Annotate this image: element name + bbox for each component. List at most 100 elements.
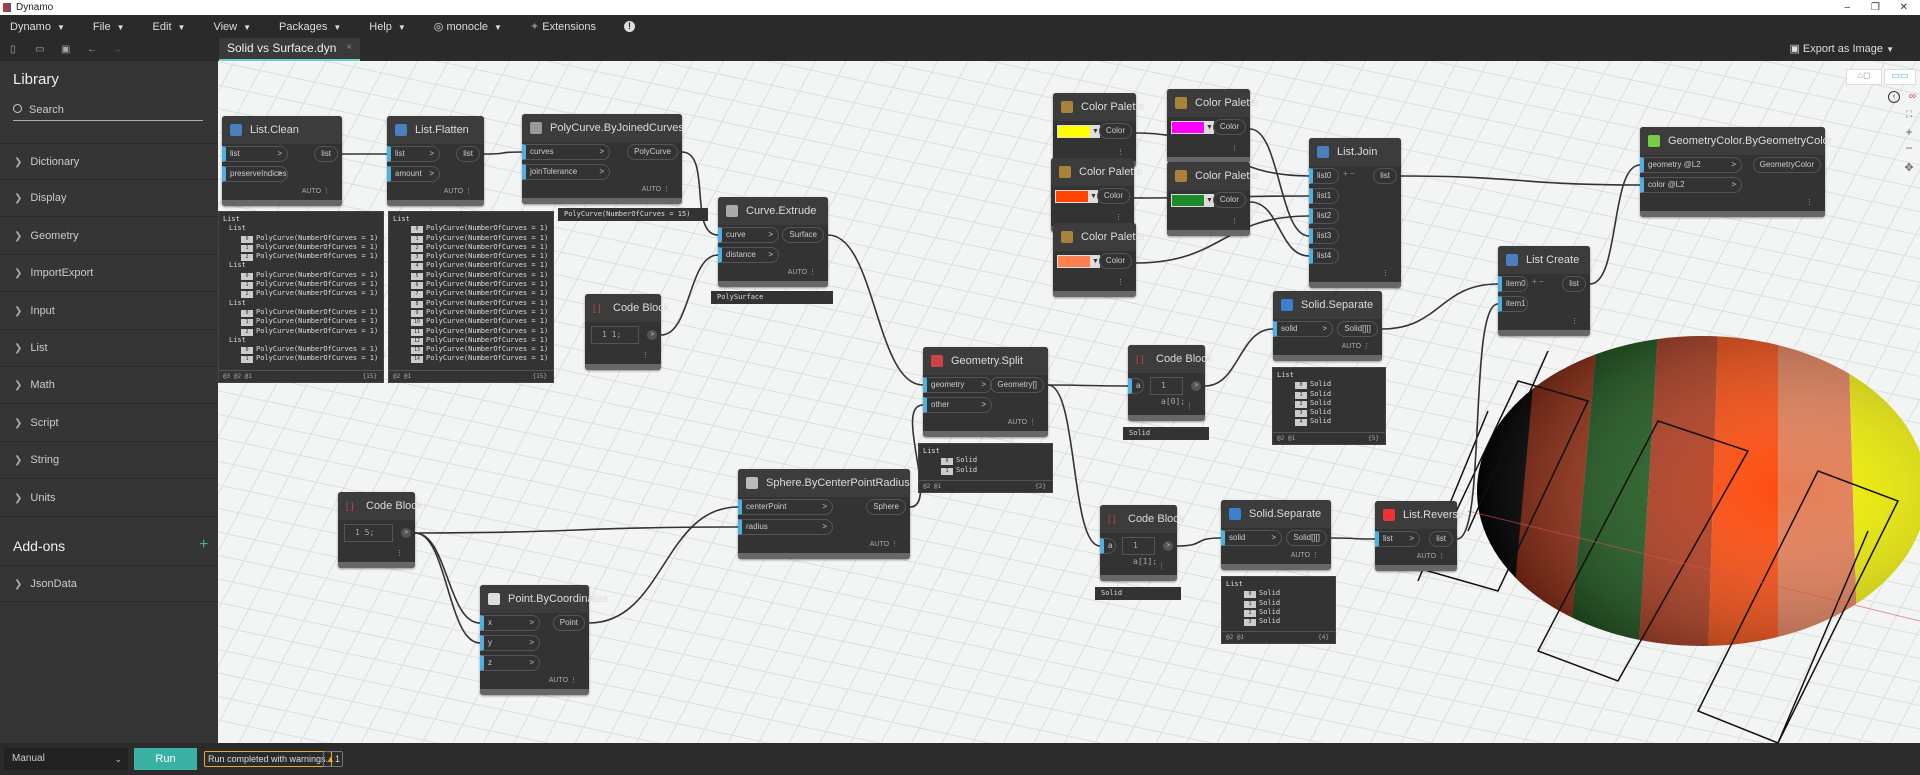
chevron-down-icon[interactable]: ▼ xyxy=(1091,255,1100,268)
node-header[interactable]: [ ]Code Block xyxy=(585,294,669,322)
input-port-curves[interactable]: curves> xyxy=(522,144,610,160)
sidebar-item-units[interactable]: ❯Units xyxy=(0,480,218,517)
output-port-color[interactable]: Color xyxy=(1098,253,1132,269)
output-port[interactable]: GeometryColor xyxy=(1752,157,1821,173)
connector-wire[interactable] xyxy=(414,532,481,624)
sidebar-item-string[interactable]: ❯String xyxy=(0,442,218,480)
connector-wire[interactable] xyxy=(1135,215,1310,264)
connector-wire[interactable] xyxy=(1176,537,1222,547)
code-editor[interactable]: 1 1; xyxy=(591,326,639,344)
output-port[interactable]: list xyxy=(456,146,480,162)
input-port-list3[interactable]: list3 xyxy=(1309,228,1339,244)
output-port[interactable]: Surface xyxy=(782,227,824,243)
output-port[interactable]: Solid[][] xyxy=(1286,530,1327,546)
zoom-out-button[interactable]: − xyxy=(1905,141,1913,155)
code-editor[interactable]: 1 a[0]; xyxy=(1150,377,1185,406)
geometry-view-toggle[interactable]: ⌂◻ xyxy=(1846,69,1882,85)
input-port-solid[interactable]: solid> xyxy=(1273,321,1333,337)
code-editor[interactable]: 1 a[1]; xyxy=(1122,537,1157,566)
sidebar-item-list[interactable]: ❯List xyxy=(0,330,218,367)
connector-wire[interactable] xyxy=(1204,328,1274,387)
input-port-y[interactable]: y> xyxy=(480,635,540,651)
chevron-down-icon[interactable]: ▼ xyxy=(1205,194,1214,207)
run-mode-select[interactable]: Manual⌄ xyxy=(4,748,128,770)
input-port-list0[interactable]: list0 xyxy=(1309,168,1339,184)
node-header[interactable]: List.Join xyxy=(1309,138,1401,166)
add-package-icon[interactable]: + xyxy=(199,536,209,553)
redo-icon[interactable]: → xyxy=(112,44,122,55)
input-port-distance[interactable]: distance> xyxy=(718,247,779,263)
output-port-color[interactable]: Color xyxy=(1212,192,1246,208)
sidebar-item-importexport[interactable]: ❯ImportExport xyxy=(0,255,218,293)
graph-view-toggle[interactable]: ▭▭ xyxy=(1884,69,1916,85)
node-header[interactable]: Solid.Separate xyxy=(1221,500,1331,528)
input-port-other[interactable]: other> xyxy=(923,397,992,413)
node-header[interactable]: Color Palette xyxy=(1051,158,1143,186)
input-port-jointolerance[interactable]: joinTolerance> xyxy=(522,164,610,180)
menu-monocle[interactable]: ◎ monocle▼ xyxy=(433,21,502,33)
output-port[interactable]: Solid[][] xyxy=(1337,321,1378,337)
input-port-a[interactable]: a xyxy=(1128,378,1144,394)
connector-wire[interactable] xyxy=(909,404,924,508)
add-remove-inputs-buttons[interactable]: + − xyxy=(1343,169,1355,178)
chevron-down-icon[interactable]: ▼ xyxy=(1089,190,1098,203)
node-header[interactable]: Color Palette xyxy=(1053,223,1145,251)
node-header[interactable]: List.Reverse xyxy=(1375,501,1464,529)
input-port-z[interactable]: z> xyxy=(480,655,540,671)
input-port-centerpoint[interactable]: centerPoint> xyxy=(738,499,833,515)
connector-wire[interactable] xyxy=(414,532,481,644)
color-swatch[interactable] xyxy=(1055,190,1089,203)
connector-wire[interactable] xyxy=(414,526,739,534)
output-port[interactable]: list xyxy=(1373,168,1397,184)
stereo-glasses-icon[interactable]: ∞ xyxy=(1908,91,1916,102)
input-port-geometry[interactable]: geometry> xyxy=(923,377,992,393)
node-header[interactable]: Solid.Separate xyxy=(1273,291,1382,319)
connector-wire[interactable] xyxy=(1400,175,1641,186)
menu-packages[interactable]: Packages▼ xyxy=(279,20,342,33)
connector-wire[interactable] xyxy=(1330,537,1376,540)
node-color-palette[interactable]: Color Palette▼Color ⋮ xyxy=(1051,158,1143,232)
color-swatch[interactable] xyxy=(1171,121,1205,134)
node-header[interactable]: Geometry.Split xyxy=(923,347,1048,375)
sidebar-item-display[interactable]: ❯Display xyxy=(0,180,218,218)
menu-dynamo[interactable]: Dynamo▼ xyxy=(10,20,65,33)
connector-wire[interactable] xyxy=(1456,303,1499,540)
output-port[interactable]: Geometry[] xyxy=(990,377,1044,393)
node-color-palette[interactable]: Color Palette▼Color ⋮ xyxy=(1167,162,1259,236)
sidebar-item-input[interactable]: ❯Input xyxy=(0,293,218,330)
node-header[interactable]: PolyCurve.ByJoinedCurves xyxy=(522,114,684,142)
node-header[interactable]: Curve.Extrude xyxy=(718,197,828,225)
connector-wire[interactable] xyxy=(1047,384,1129,387)
node-header[interactable]: Sphere.ByCenterPointRadius xyxy=(738,469,910,497)
output-port[interactable]: > xyxy=(1163,541,1173,551)
output-port[interactable]: > xyxy=(401,528,411,538)
node-header[interactable]: Color Palette xyxy=(1167,89,1259,117)
node-header[interactable]: List Create xyxy=(1498,246,1590,274)
input-port-list[interactable]: list> xyxy=(222,146,288,162)
input-port-solid[interactable]: solid> xyxy=(1221,530,1282,546)
output-port[interactable]: list xyxy=(1429,531,1453,547)
warning-count-button[interactable]: ▲1 xyxy=(323,751,343,767)
output-port[interactable]: Point xyxy=(552,615,585,631)
input-port-amount[interactable]: amount> xyxy=(387,166,440,182)
output-port-color[interactable]: Color xyxy=(1096,188,1130,204)
run-button[interactable]: Run xyxy=(134,748,197,770)
zoom-in-button[interactable]: + xyxy=(1905,125,1913,139)
chevron-down-icon[interactable]: ▼ xyxy=(1091,125,1100,138)
collapse-icon[interactable]: ‹ xyxy=(1888,91,1900,103)
menu-help[interactable]: Help▼ xyxy=(369,20,406,33)
input-port-list4[interactable]: list4 xyxy=(1309,248,1339,264)
tab-solid-vs-surface[interactable]: Solid vs Surface.dyn × xyxy=(219,38,360,61)
